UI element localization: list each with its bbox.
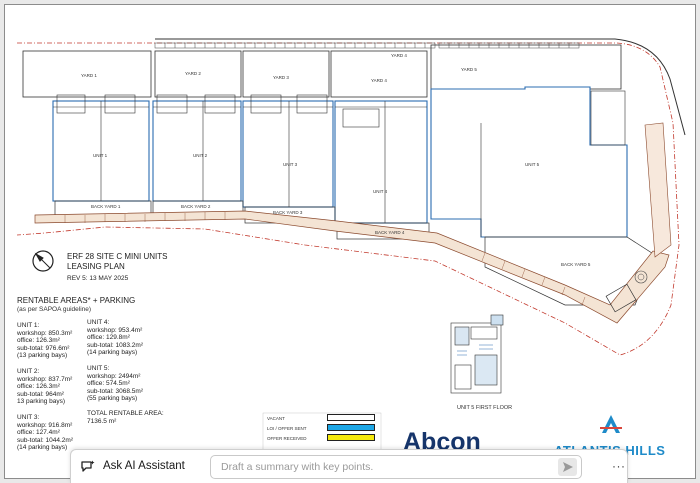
unit-partitions (53, 90, 626, 237)
unit-label: UNIT 5 (525, 162, 540, 167)
send-button[interactable] (558, 458, 577, 476)
legend-swatch-vacant (327, 414, 375, 421)
yard-label: YARD 5 (461, 67, 477, 72)
yard-label: YARD 4 (391, 53, 407, 58)
yard-label: YARD 3 (273, 75, 289, 80)
yard-label: YARD 2 (185, 71, 201, 76)
legend-label-vacant: VACANT (267, 416, 285, 421)
first-floor-label: UNIT 5 FIRST FLOOR (457, 405, 513, 411)
legend-swatch-offer (327, 434, 375, 441)
plan-revision: REV 5: 13 MAY 2025 (67, 275, 129, 282)
legend-label-loi: LOI / OFFER SENT (267, 426, 307, 431)
site-boundary (16, 42, 680, 356)
legend-label-offer: OFFER RECEIVED (267, 436, 307, 441)
legend-swatch-loi (327, 424, 375, 431)
back-yard-label: BACK YARD 4 (375, 230, 405, 235)
parking-bays-top (154, 42, 580, 49)
access-road (155, 38, 686, 136)
ai-assistant-icon[interactable] (80, 459, 96, 475)
first-floor-plan (450, 314, 504, 394)
unit-label: UNIT 2 (193, 153, 208, 158)
south-parking-strip (34, 210, 670, 324)
yard-label: YARD 4 (371, 78, 387, 83)
east-landscape (644, 122, 672, 258)
parking-bays-south (64, 212, 586, 306)
ai-assistant-label[interactable]: Ask AI Assistant (103, 460, 185, 472)
plan-title-line1: ERF 28 SITE C MINI UNITS (67, 252, 168, 261)
unit-label: UNIT 3 (283, 162, 298, 167)
site-plan-drawing (16, 38, 686, 452)
yard-label: YARD 1 (81, 73, 97, 78)
more-options-button[interactable]: ··· (612, 459, 626, 473)
total-rentable-area: TOTAL RENTABLE AREA:7136.5 m² (87, 410, 164, 425)
rentable-heading: RENTABLE AREAS* + PARKING (17, 296, 136, 305)
rentable-subheading: (as per SAPOA guideline) (17, 306, 92, 313)
ai-assistant-bar: Ask AI Assistant ··· (70, 449, 628, 483)
send-icon (563, 462, 573, 472)
plan-title-line2: LEASING PLAN (67, 262, 125, 271)
plan-sheet: YARD 1 YARD 2 YARD 3 YARD 4 YARD 5 YARD … (4, 4, 696, 479)
back-yard-label: BACK YARD 3 (273, 210, 303, 215)
unit-label: UNIT 4 (373, 189, 388, 194)
north-arrow (32, 250, 54, 272)
back-yard-label: BACK YARD 1 (91, 204, 121, 209)
unit-label: UNIT 1 (93, 153, 108, 158)
back-yard-label: BACK YARD 2 (181, 204, 211, 209)
back-yard-label: BACK YARD 5 (561, 262, 591, 267)
ai-prompt-input[interactable] (210, 455, 582, 479)
atlantis-logo-mark (600, 415, 622, 433)
